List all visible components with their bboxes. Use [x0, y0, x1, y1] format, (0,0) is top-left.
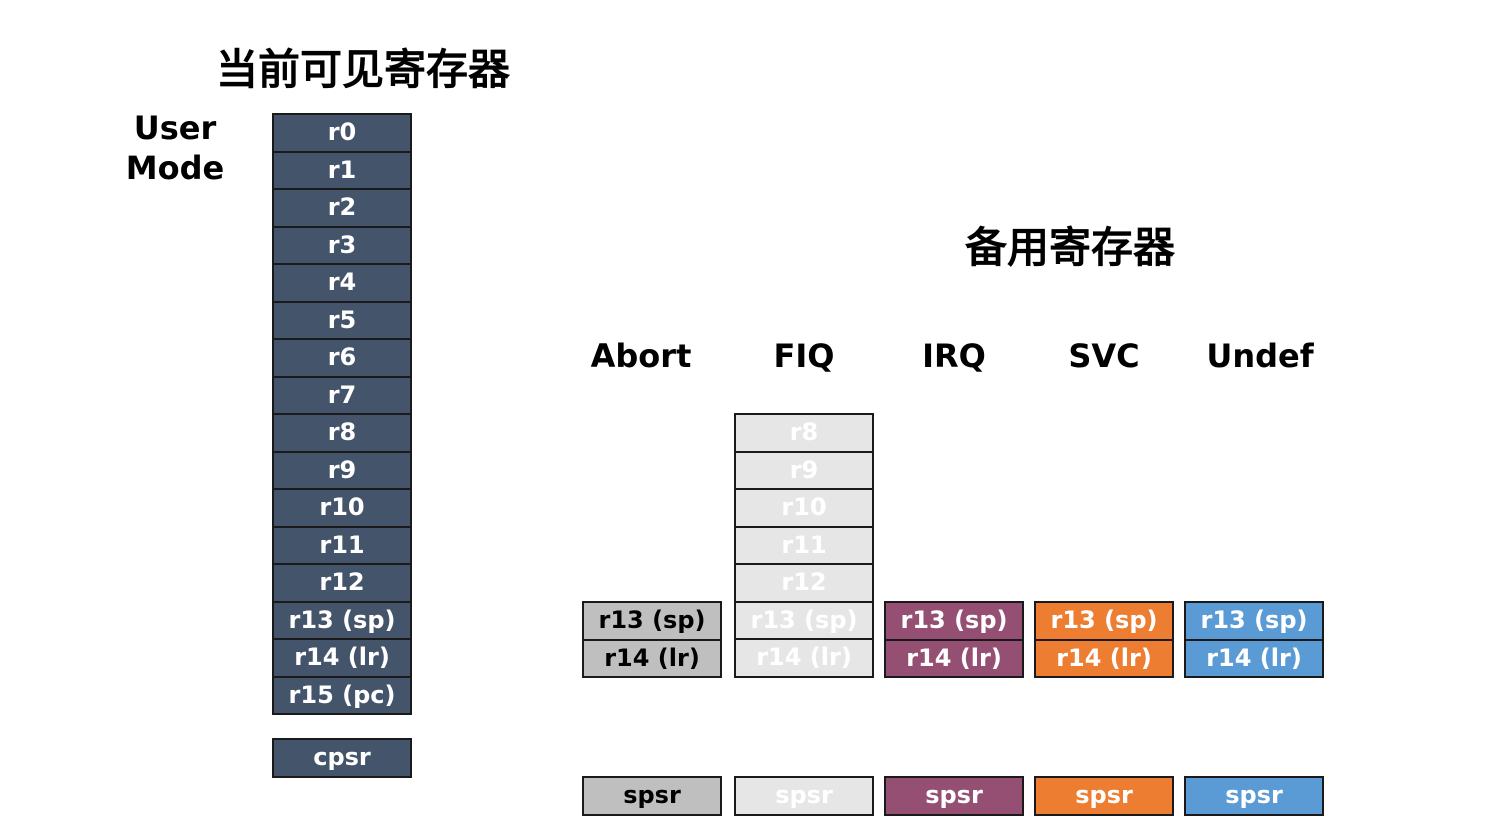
user-register-r8: r8	[274, 415, 410, 453]
irq-register-r14-lr: r14 (lr)	[886, 640, 1022, 678]
undef-spsr-register: spsr	[1184, 776, 1324, 816]
user-register-r5: r5	[274, 302, 410, 340]
svc-register-column: r13 (sp) r14 (lr)	[1034, 601, 1174, 678]
current-registers-title: 当前可见寄存器	[216, 45, 511, 94]
user-mode-label: User Mode	[100, 108, 250, 188]
undef-register-r14-lr: r14 (lr)	[1186, 640, 1322, 678]
svc-mode-label: SVC	[1068, 337, 1140, 375]
fiq-register-r14-lr: r14 (lr)	[736, 640, 872, 678]
irq-mode-label: IRQ	[922, 337, 986, 375]
user-register-r15-pc: r15 (pc)	[274, 677, 410, 715]
user-register-column: r0 r1 r2 r3 r4 r5 r6 r7 r8 r9 r10 r11 r1…	[272, 113, 412, 715]
fiq-register-r9: r9	[736, 452, 872, 490]
user-mode-label-line2: Mode	[125, 149, 225, 187]
fiq-register-r11: r11	[736, 527, 872, 565]
fiq-register-r12: r12	[736, 565, 872, 603]
fiq-mode-label: FIQ	[773, 337, 835, 375]
user-register-r2: r2	[274, 190, 410, 228]
abort-register-r14-lr: r14 (lr)	[584, 640, 720, 678]
abort-spsr-register: spsr	[582, 776, 722, 816]
user-register-r12: r12	[274, 565, 410, 603]
abort-mode-label: Abort	[590, 337, 692, 375]
undef-register-column: r13 (sp) r14 (lr)	[1184, 601, 1324, 678]
fiq-spsr-register: spsr	[734, 776, 874, 816]
svc-register-r14-lr: r14 (lr)	[1036, 640, 1172, 678]
user-register-r13-sp: r13 (sp)	[274, 602, 410, 640]
abort-register-column: r13 (sp) r14 (lr)	[582, 601, 722, 678]
svc-register-r13-sp: r13 (sp)	[1036, 603, 1172, 641]
irq-spsr-register: spsr	[884, 776, 1024, 816]
user-register-r4: r4	[274, 265, 410, 303]
irq-register-r13-sp: r13 (sp)	[886, 603, 1022, 641]
user-register-r11: r11	[274, 527, 410, 565]
fiq-register-r13-sp: r13 (sp)	[736, 602, 872, 640]
user-register-r0: r0	[274, 115, 410, 153]
fiq-register-r8: r8	[736, 415, 872, 453]
user-register-r14-lr: r14 (lr)	[274, 640, 410, 678]
user-register-r3: r3	[274, 227, 410, 265]
undef-register-r13-sp: r13 (sp)	[1186, 603, 1322, 641]
fiq-register-column: r8 r9 r10 r11 r12 r13 (sp) r14 (lr)	[734, 413, 874, 678]
abort-register-r13-sp: r13 (sp)	[584, 603, 720, 641]
undef-mode-label: Undef	[1206, 337, 1314, 375]
user-register-r7: r7	[274, 377, 410, 415]
cpsr-register: cpsr	[272, 738, 412, 778]
banked-registers-title: 备用寄存器	[965, 223, 1176, 272]
user-register-r6: r6	[274, 340, 410, 378]
user-register-r1: r1	[274, 152, 410, 190]
user-mode-label-line1: User	[133, 109, 217, 147]
fiq-register-r10: r10	[736, 490, 872, 528]
svc-spsr-register: spsr	[1034, 776, 1174, 816]
irq-register-column: r13 (sp) r14 (lr)	[884, 601, 1024, 678]
user-register-r10: r10	[274, 490, 410, 528]
user-register-r9: r9	[274, 452, 410, 490]
